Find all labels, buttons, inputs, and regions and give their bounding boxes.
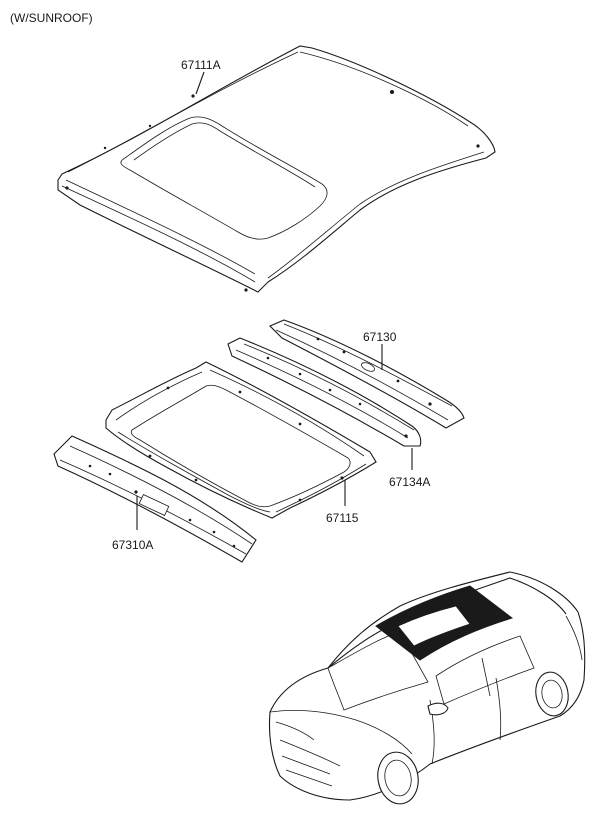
front-rail[interactable] xyxy=(53,435,257,563)
part-number-rear-rail-inner[interactable]: 67134A xyxy=(389,475,430,489)
sunroof-frame[interactable] xyxy=(105,361,377,519)
part-number-sunroof-frame[interactable]: 67115 xyxy=(326,511,359,525)
part-number-front-rail[interactable]: 67310A xyxy=(112,538,153,552)
leader-line-roof-panel xyxy=(195,71,205,95)
car-illustration xyxy=(268,571,586,805)
rear-rail-inner[interactable] xyxy=(227,337,422,447)
roof-panel[interactable] xyxy=(57,45,496,293)
part-number-rear-rail[interactable]: 67130 xyxy=(363,330,397,344)
rear-rail[interactable] xyxy=(269,319,465,429)
sunroof-variant-note: (W/SUNROOF) xyxy=(10,11,93,25)
part-number-roof-panel[interactable]: 67111A xyxy=(181,58,221,72)
